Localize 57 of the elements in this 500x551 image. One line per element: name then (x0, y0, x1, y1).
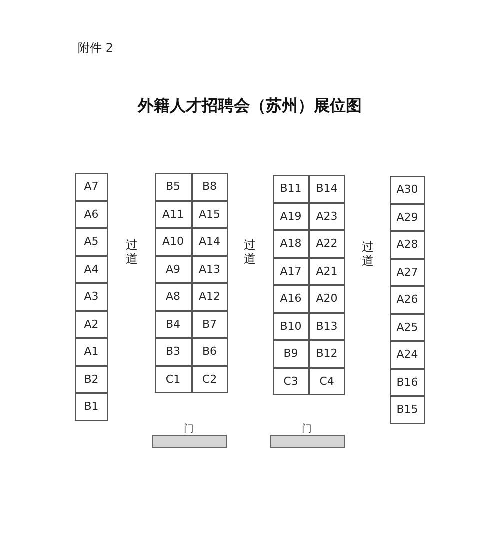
booth-cell: B1 (75, 393, 108, 420)
aisle-label: 过道 (362, 240, 374, 268)
booth-cell: A16 (273, 285, 309, 312)
aisle-label: 过道 (126, 238, 138, 266)
booth-cell: A22 (309, 230, 345, 258)
booth-cell: A24 (390, 341, 425, 368)
booth-cell: A5 (75, 228, 108, 256)
booth-cell: A17 (273, 258, 309, 285)
booth-cell: B3 (155, 338, 192, 366)
booth-cell: A11 (155, 200, 192, 228)
booth-cell: A9 (155, 256, 192, 283)
aisle-label: 过道 (244, 238, 256, 266)
booth-cell: A6 (75, 200, 108, 228)
booth-cell: B16 (390, 368, 425, 396)
booth-cell: B5 (155, 173, 192, 200)
booth-cell: A4 (75, 256, 108, 283)
booth-cell: B4 (155, 310, 192, 338)
booth-cell: B13 (309, 312, 345, 340)
booth-cell: C4 (309, 368, 345, 395)
booth-cell: A28 (390, 231, 425, 258)
booth-cell: A23 (309, 202, 345, 230)
booth-cell: A21 (309, 258, 345, 285)
booth-cell: A3 (75, 283, 108, 310)
booth-cell: A27 (390, 258, 425, 286)
booth-cell: C1 (155, 366, 192, 393)
booth-cell: A1 (75, 338, 108, 366)
booth-cell: A30 (390, 176, 425, 204)
booth-cell: A26 (390, 286, 425, 314)
booth-cell: B14 (309, 175, 345, 202)
booth-cell: A29 (390, 204, 425, 231)
booth-cell: B10 (273, 312, 309, 340)
booth-cell: A2 (75, 310, 108, 338)
booth-cell: B9 (273, 340, 309, 368)
booth-cell: A14 (192, 228, 228, 256)
attachment-label: 附件 2 (78, 40, 114, 57)
booth-cell: B15 (390, 396, 425, 424)
booth-cell: A25 (390, 314, 425, 341)
booth-cell: A19 (273, 202, 309, 230)
booth-cell: A13 (192, 256, 228, 283)
booth-cell: A18 (273, 230, 309, 258)
booth-cell: A20 (309, 285, 345, 312)
booth-cell: B8 (192, 173, 228, 200)
title-text: 外籍人才招聘会（苏州）展位图 (136, 96, 363, 117)
booth-cell: B6 (192, 338, 228, 366)
booth-cell: A7 (75, 173, 108, 200)
booth-cell: C2 (192, 366, 228, 393)
booth-cell: A10 (155, 228, 192, 256)
door-label: 门 (302, 422, 312, 436)
booth-cell: A8 (155, 283, 192, 310)
booth-cell: A12 (192, 283, 228, 310)
booth-cell: A15 (192, 200, 228, 228)
booth-cell: C3 (273, 368, 309, 395)
booth-cell: B2 (75, 366, 108, 393)
booth-cell: B7 (192, 310, 228, 338)
booth-cell: B11 (273, 175, 309, 202)
door-label: 门 (184, 422, 194, 436)
booth-cell: B12 (309, 340, 345, 368)
